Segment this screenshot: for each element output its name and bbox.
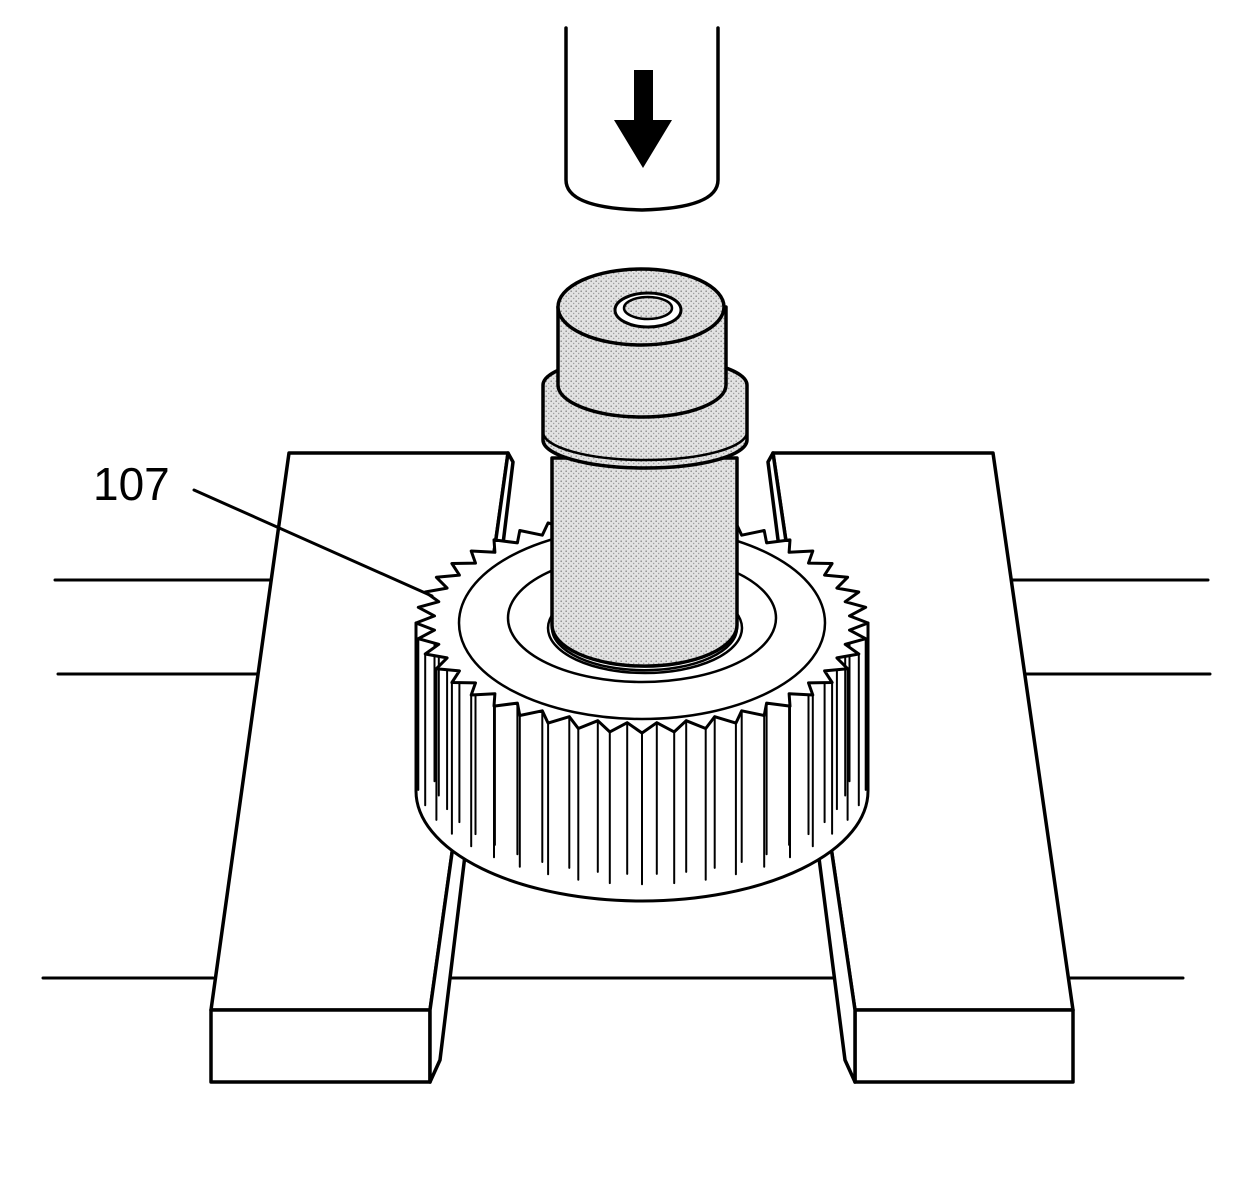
callout-label-107: 107 <box>93 458 170 510</box>
press-ram <box>564 26 720 212</box>
table-lines <box>41 578 1212 980</box>
callout-leader-107 <box>192 488 434 598</box>
arrow-down-icon <box>614 70 672 168</box>
stepped-shaft <box>541 267 749 672</box>
